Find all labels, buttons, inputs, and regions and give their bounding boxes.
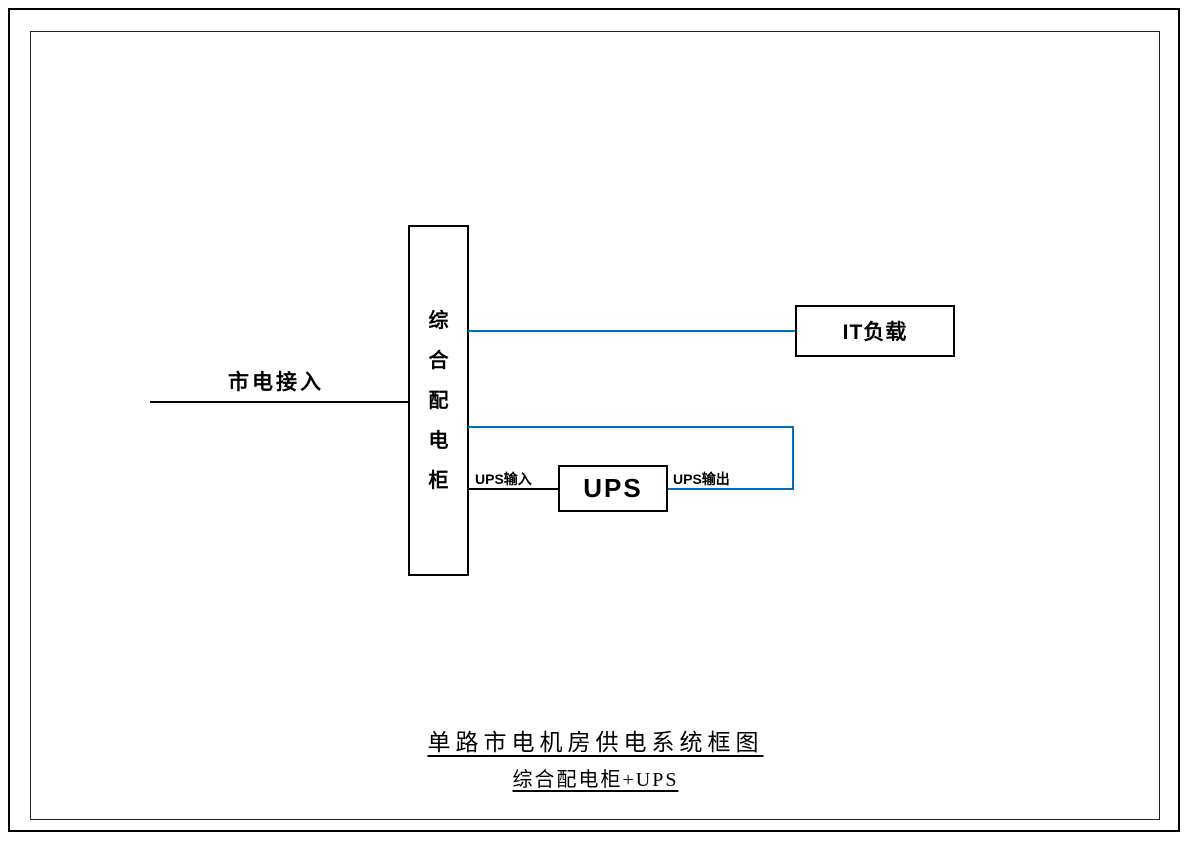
- ups-output-label: UPS输出: [673, 471, 730, 487]
- distribution-cabinet-label: 综合配电柜: [428, 309, 449, 492]
- diagram-subtitle: 综合配电柜+UPS: [512, 769, 679, 791]
- mains-input-line: [150, 401, 408, 403]
- outer-border: [8, 8, 1180, 832]
- inner-border: [30, 31, 1160, 820]
- title-block: 单路市电机房供电系统框图: [0, 723, 1191, 757]
- it-load-box: IT负载: [795, 305, 955, 357]
- distribution-cabinet-box: 综合配电柜: [408, 225, 469, 576]
- cabinet-to-itload-line: [468, 330, 795, 332]
- ups-box: UPS: [558, 465, 668, 512]
- subtitle-block: 综合配电柜+UPS: [0, 763, 1191, 792]
- diagram-title: 单路市电机房供电系统框图: [427, 730, 764, 755]
- ups-input-label: UPS输入: [475, 471, 532, 487]
- ups-output-line: [668, 488, 794, 490]
- mains-input-label: 市电接入: [228, 371, 324, 394]
- ups-return-vertical-line: [792, 426, 794, 490]
- ups-return-top-line: [468, 426, 794, 428]
- it-load-label: IT负载: [842, 321, 908, 344]
- ups-input-line: [468, 488, 558, 490]
- ups-label: UPS: [583, 473, 643, 503]
